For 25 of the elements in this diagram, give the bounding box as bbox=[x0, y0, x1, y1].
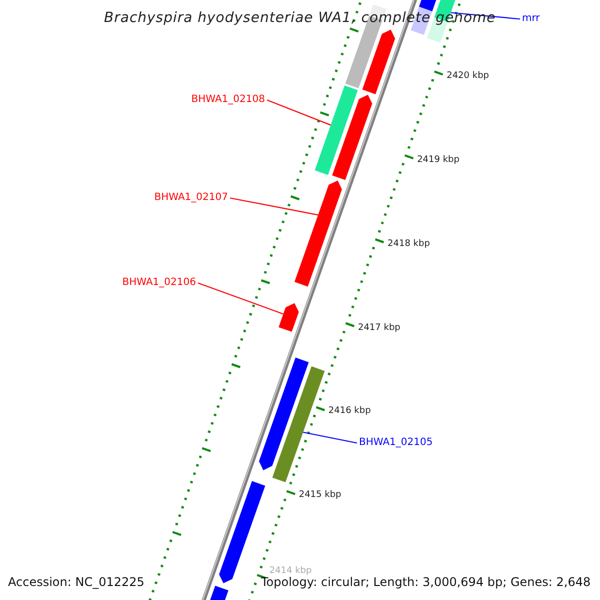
leader-line bbox=[302, 432, 358, 444]
gene-feature bbox=[332, 94, 372, 180]
gene-label: mrr bbox=[522, 13, 540, 25]
gene-feature bbox=[314, 86, 358, 175]
leader-line bbox=[230, 197, 318, 216]
scale-label: 2419 kbp bbox=[417, 154, 460, 166]
gene-feature bbox=[294, 180, 342, 287]
gene-label: BHWA1_02105 bbox=[359, 437, 433, 449]
gene-label: BHWA1_02108 bbox=[191, 94, 265, 106]
footer-text: Accession: NC_012225 bbox=[8, 574, 144, 590]
gene-feature bbox=[278, 303, 299, 332]
leader-line bbox=[198, 282, 284, 314]
scale-label: 2414 kbp bbox=[269, 565, 312, 576]
scale-label: 2417 kbp bbox=[358, 322, 400, 334]
scale-label: 2416 kbp bbox=[328, 405, 371, 418]
footer-text: Topology: circular; Length: 3,000,694 bp; Genes: 2,648 bbox=[261, 575, 591, 590]
scale-label: 2418 kbp bbox=[388, 238, 430, 250]
leader-line bbox=[266, 99, 331, 126]
gene-feature bbox=[362, 30, 396, 94]
gene-label: BHWA1_02107 bbox=[154, 192, 228, 204]
gene-label: BHWA1_02106 bbox=[122, 277, 196, 289]
scale-label: 2420 kbp bbox=[446, 70, 490, 82]
gene-feature bbox=[272, 366, 325, 482]
gene-feature bbox=[259, 358, 309, 470]
scale-label: 2415 kbp bbox=[298, 489, 342, 502]
